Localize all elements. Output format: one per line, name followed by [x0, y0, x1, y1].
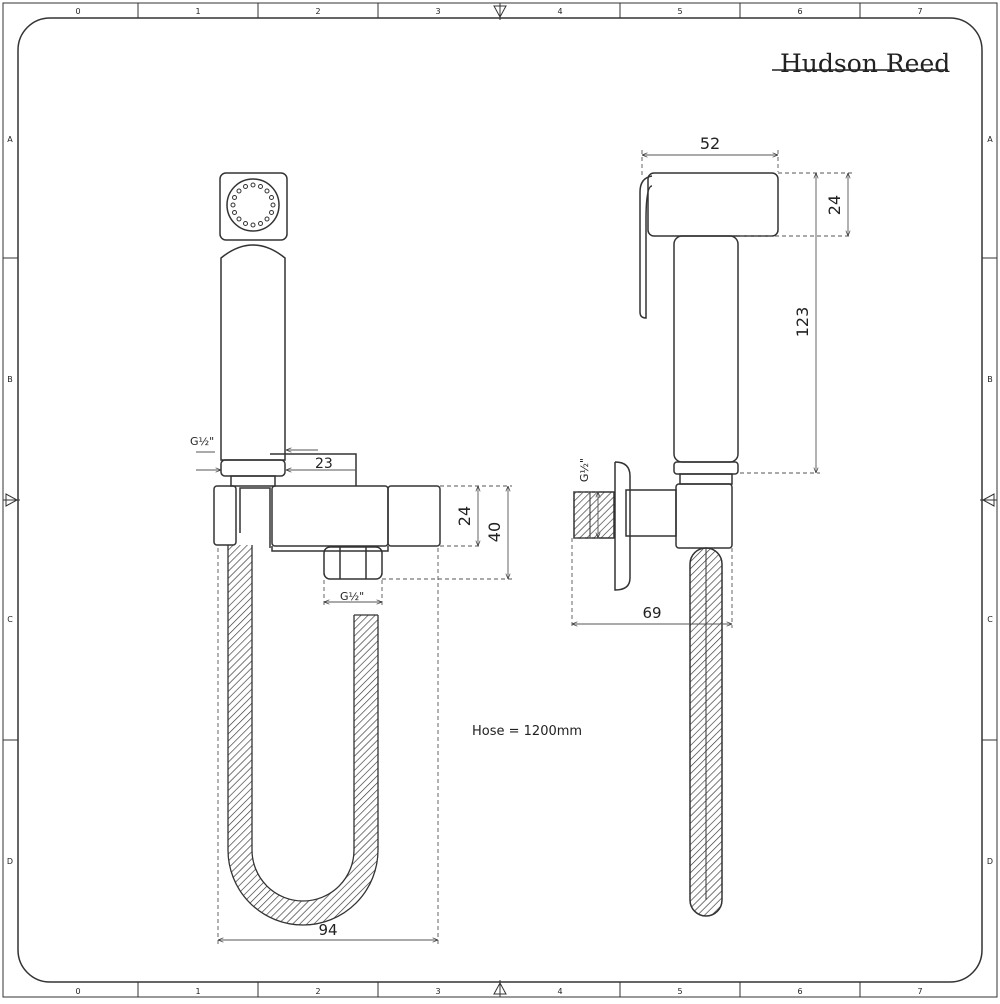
bracket-plate	[213, 485, 237, 546]
col-label-top: 0	[75, 7, 80, 16]
bracket-arm	[239, 487, 271, 548]
hose-loop	[228, 545, 378, 925]
dim-thread-top: G½"	[190, 435, 214, 448]
bracket-outline	[270, 453, 357, 486]
handle-base	[230, 475, 276, 487]
col-label-top: 3	[435, 7, 440, 16]
row-label-right: C	[987, 615, 993, 624]
side-dim-labels: 52 24 123 G½" 69	[578, 134, 844, 622]
spray-nozzles	[230, 182, 276, 228]
dim-bracket-height: 40	[485, 522, 504, 542]
side-wall-plate	[614, 461, 631, 591]
frame-ticks	[3, 3, 997, 997]
row-label-left: D	[7, 857, 13, 866]
col-label-top: 6	[797, 7, 802, 16]
col-label-top: 7	[917, 7, 922, 16]
col-label-bottom: 2	[315, 987, 320, 996]
center-marks	[3, 3, 997, 997]
col-label-bottom: 6	[797, 987, 802, 996]
side-dims	[571, 150, 852, 628]
row-label-right: A	[987, 135, 993, 144]
side-view	[573, 172, 779, 917]
valve-knob	[387, 485, 441, 547]
dim-thread-side: G½"	[578, 458, 591, 482]
spray-face	[226, 178, 280, 232]
dim-handle-length: 123	[793, 307, 812, 338]
dim-hose-width: 94	[318, 921, 337, 939]
brand-name: Hudson Reed	[780, 49, 950, 78]
col-label-bottom: 5	[677, 987, 682, 996]
col-label-top: 2	[315, 7, 320, 16]
side-arm	[625, 489, 677, 537]
dim-projection: 69	[642, 604, 661, 622]
dim-head-height: 24	[825, 195, 844, 215]
row-label-left: B	[7, 375, 13, 384]
side-collar	[673, 461, 739, 475]
col-label-bottom: 1	[195, 987, 200, 996]
spray-head	[219, 172, 288, 241]
col-label-bottom: 4	[557, 987, 562, 996]
col-label-top: 5	[677, 7, 682, 16]
handle-body	[220, 244, 286, 461]
side-handle	[673, 235, 739, 463]
dim-bracket-depth: 24	[455, 506, 474, 526]
hex-nut	[323, 546, 383, 580]
brand-logo: Hudson Reed	[772, 49, 950, 78]
grid-labels: 0 1 2 3 4 5 6 7 0 1 2 3 4 5 6 7 A B C D …	[7, 7, 993, 996]
col-label-top: 1	[195, 7, 200, 16]
dim-head-width: 52	[700, 134, 720, 153]
col-label-top: 4	[557, 7, 562, 16]
side-head	[647, 172, 779, 237]
side-trigger	[639, 175, 653, 319]
front-dim-labels: G½" 23 24 40 G½" 94	[190, 435, 504, 939]
row-label-right: B	[987, 375, 993, 384]
side-thread	[573, 491, 615, 539]
front-dims	[196, 450, 512, 945]
col-label-bottom: 3	[435, 987, 440, 996]
front-view	[213, 172, 441, 926]
side-valve	[675, 483, 733, 549]
valve-connector	[271, 546, 389, 552]
row-label-left: A	[7, 135, 13, 144]
col-label-bottom: 7	[917, 987, 922, 996]
row-label-right: D	[987, 857, 993, 866]
handle-collar	[220, 459, 286, 477]
side-base	[679, 473, 733, 485]
hose-length-note: Hose = 1200mm	[472, 724, 582, 739]
row-label-left: C	[7, 615, 13, 624]
valve-body	[271, 485, 389, 547]
dim-thread-bottom: G½"	[340, 590, 364, 603]
dim-offset: 23	[315, 456, 333, 472]
col-label-bottom: 0	[75, 987, 80, 996]
